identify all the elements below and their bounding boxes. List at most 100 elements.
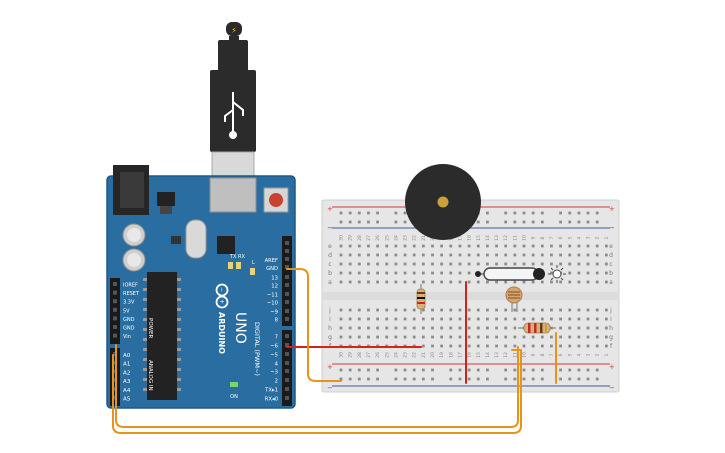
- terminal-hole[interactable]: [449, 317, 453, 321]
- rail-hole[interactable]: [531, 368, 535, 372]
- terminal-hole[interactable]: [467, 262, 471, 266]
- terminal-hole[interactable]: [504, 326, 508, 330]
- terminal-hole[interactable]: [531, 280, 535, 284]
- rail-hole[interactable]: [357, 377, 361, 381]
- rail-hole[interactable]: [376, 211, 379, 215]
- terminal-hole[interactable]: [513, 280, 517, 284]
- terminal-hole[interactable]: [486, 244, 489, 248]
- rail-hole[interactable]: [394, 368, 398, 372]
- terminal-hole[interactable]: [385, 244, 389, 248]
- terminal-hole[interactable]: [431, 317, 434, 321]
- terminal-hole[interactable]: [495, 317, 498, 321]
- terminal-hole[interactable]: [440, 326, 444, 330]
- terminal-hole[interactable]: [504, 262, 508, 266]
- terminal-hole[interactable]: [476, 308, 480, 312]
- terminal-hole[interactable]: [568, 335, 572, 339]
- digital-pin-hole[interactable]: [285, 387, 289, 391]
- terminal-hole[interactable]: [339, 262, 343, 266]
- rail-hole[interactable]: [403, 211, 407, 215]
- terminal-hole[interactable]: [385, 271, 389, 275]
- terminal-hole[interactable]: [467, 335, 471, 339]
- rail-hole[interactable]: [458, 377, 462, 381]
- terminal-hole[interactable]: [540, 253, 544, 257]
- terminal-hole[interactable]: [559, 253, 562, 257]
- terminal-hole[interactable]: [376, 308, 379, 312]
- terminal-hole[interactable]: [467, 317, 471, 321]
- terminal-hole[interactable]: [550, 344, 553, 348]
- terminal-hole[interactable]: [586, 271, 590, 275]
- terminal-hole[interactable]: [495, 326, 498, 330]
- terminal-hole[interactable]: [486, 326, 489, 330]
- terminal-hole[interactable]: [357, 317, 361, 321]
- digital-pin-hole[interactable]: [285, 292, 289, 296]
- terminal-hole[interactable]: [577, 244, 581, 248]
- terminal-hole[interactable]: [476, 262, 480, 266]
- terminal-hole[interactable]: [440, 262, 444, 266]
- terminal-hole[interactable]: [577, 253, 581, 257]
- rail-hole[interactable]: [568, 377, 572, 381]
- terminal-hole[interactable]: [495, 253, 498, 257]
- terminal-hole[interactable]: [431, 262, 434, 266]
- terminal-hole[interactable]: [504, 344, 508, 348]
- terminal-hole[interactable]: [531, 317, 535, 321]
- rail-hole[interactable]: [522, 220, 526, 224]
- terminal-hole[interactable]: [431, 280, 434, 284]
- terminal-hole[interactable]: [385, 253, 389, 257]
- terminal-hole[interactable]: [513, 317, 517, 321]
- terminal-hole[interactable]: [458, 335, 462, 339]
- terminal-hole[interactable]: [568, 317, 572, 321]
- terminal-hole[interactable]: [540, 262, 544, 266]
- terminal-hole[interactable]: [504, 253, 508, 257]
- terminal-hole[interactable]: [449, 262, 453, 266]
- terminal-hole[interactable]: [421, 271, 425, 275]
- terminal-hole[interactable]: [357, 253, 361, 257]
- terminal-hole[interactable]: [604, 262, 608, 266]
- terminal-hole[interactable]: [421, 326, 425, 330]
- terminal-hole[interactable]: [376, 317, 379, 321]
- terminal-hole[interactable]: [339, 244, 343, 248]
- terminal-hole[interactable]: [440, 253, 444, 257]
- terminal-hole[interactable]: [467, 326, 471, 330]
- rail-hole[interactable]: [339, 211, 343, 215]
- terminal-hole[interactable]: [586, 344, 590, 348]
- terminal-hole[interactable]: [449, 280, 453, 284]
- rail-hole[interactable]: [595, 211, 599, 215]
- terminal-hole[interactable]: [577, 308, 581, 312]
- terminal-hole[interactable]: [476, 344, 480, 348]
- rail-hole[interactable]: [568, 220, 572, 224]
- terminal-hole[interactable]: [504, 317, 508, 321]
- rail-hole[interactable]: [577, 220, 581, 224]
- terminal-hole[interactable]: [367, 280, 370, 284]
- rail-hole[interactable]: [348, 220, 352, 224]
- terminal-hole[interactable]: [421, 335, 425, 339]
- terminal-hole[interactable]: [568, 262, 572, 266]
- digital-pin-hole[interactable]: [285, 283, 289, 287]
- terminal-hole[interactable]: [403, 262, 407, 266]
- terminal-hole[interactable]: [440, 271, 444, 275]
- terminal-hole[interactable]: [385, 262, 389, 266]
- rail-hole[interactable]: [531, 211, 535, 215]
- piezo-buzzer[interactable]: [405, 164, 481, 240]
- terminal-hole[interactable]: [550, 244, 553, 248]
- terminal-hole[interactable]: [421, 253, 425, 257]
- rail-hole[interactable]: [403, 368, 407, 372]
- terminal-hole[interactable]: [357, 271, 361, 275]
- terminal-hole[interactable]: [513, 244, 517, 248]
- terminal-hole[interactable]: [513, 308, 517, 312]
- terminal-hole[interactable]: [357, 244, 361, 248]
- header-pin-hole[interactable]: [285, 241, 289, 245]
- terminal-hole[interactable]: [522, 244, 526, 248]
- terminal-hole[interactable]: [495, 244, 498, 248]
- terminal-hole[interactable]: [449, 271, 453, 275]
- terminal-hole[interactable]: [467, 271, 471, 275]
- rail-hole[interactable]: [586, 377, 590, 381]
- terminal-hole[interactable]: [367, 335, 370, 339]
- power-pin-hole[interactable]: [113, 316, 117, 321]
- terminal-hole[interactable]: [403, 335, 407, 339]
- terminal-hole[interactable]: [604, 344, 608, 348]
- terminal-hole[interactable]: [431, 253, 434, 257]
- rail-hole[interactable]: [577, 211, 581, 215]
- terminal-hole[interactable]: [367, 317, 370, 321]
- rail-hole[interactable]: [339, 377, 343, 381]
- rail-hole[interactable]: [403, 220, 407, 224]
